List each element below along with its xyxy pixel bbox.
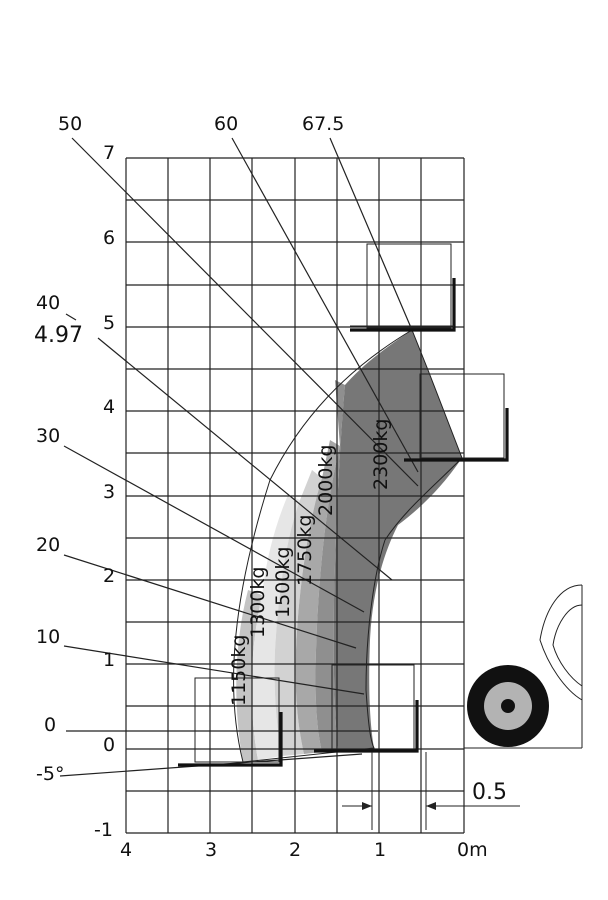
zone-labels: 1150kg 1300kg 1500kg 1750kg 2000kg 2300k… [228, 419, 392, 706]
label-1150kg: 1150kg [228, 635, 250, 706]
angle-label-60: 60 [214, 113, 238, 135]
load-zones [236, 330, 462, 762]
y-tick-4: 4 [103, 396, 115, 418]
fork-top [350, 278, 456, 332]
angle-label-30: 30 [36, 425, 60, 447]
label-2300kg: 2300kg [370, 419, 392, 490]
y-tick-1: 1 [103, 649, 115, 671]
x-axis-labels: 4 3 2 1 0m [120, 839, 488, 861]
label-1500kg: 1500kg [272, 547, 294, 618]
leader-40 [65, 313, 77, 321]
ray-67-5 [329, 137, 413, 331]
x-tick-4: 4 [120, 839, 132, 861]
zone-1300kg [251, 495, 300, 760]
ray-30 [63, 445, 365, 613]
angle-label-67-5: 67.5 [302, 113, 344, 135]
angle-label-0: 0 [44, 714, 56, 736]
y-tick-7: 7 [103, 142, 115, 164]
x-tick-0m: 0m [457, 839, 488, 861]
angle-label-20: 20 [36, 534, 60, 556]
y-tick-neg1: -1 [94, 819, 113, 841]
wheel-axle [501, 699, 515, 713]
x-tick-2: 2 [289, 839, 301, 861]
dimension-0-5 [342, 752, 520, 830]
zone-1750kg [295, 440, 340, 754]
angle-label-neg5: -5° [36, 763, 64, 785]
y-tick-5: 5 [103, 312, 115, 334]
angle-label-40: 40 [36, 292, 60, 314]
y-tick-3: 3 [103, 481, 115, 503]
zone-2000kg [315, 380, 345, 752]
max-height-label: 4.97 [34, 323, 83, 348]
ray-20 [63, 554, 357, 649]
load-box-lower [331, 664, 415, 750]
boom-angle-rays [59, 137, 419, 777]
vehicle-cab-inner [552, 604, 583, 687]
ray-40 [97, 337, 393, 581]
y-axis-labels: 7 6 5 4 3 2 1 0 -1 [94, 142, 115, 841]
dimension-label: 0.5 [472, 780, 507, 805]
load-box-top [366, 243, 452, 329]
label-1300kg: 1300kg [247, 567, 269, 638]
label-2000kg: 2000kg [315, 445, 337, 516]
angle-labels: 50 60 67.5 40 30 20 10 0 -5° [36, 113, 344, 785]
ray-50 [71, 137, 419, 487]
fork-right [404, 408, 509, 462]
zone-1500kg [274, 470, 322, 756]
angle-label-50: 50 [58, 113, 82, 135]
vehicle-cab-outer [539, 584, 583, 701]
load-box-left [194, 677, 280, 763]
vehicle [464, 584, 583, 749]
angle-label-10: 10 [36, 626, 60, 648]
label-1750kg: 1750kg [294, 515, 316, 586]
grid [125, 157, 465, 834]
y-tick-6: 6 [103, 227, 115, 249]
zone-2300kg [333, 330, 462, 750]
y-tick-2: 2 [103, 565, 115, 587]
fork-positions [178, 243, 509, 767]
load-box-right [419, 373, 505, 459]
x-tick-1: 1 [374, 839, 386, 861]
x-tick-3: 3 [205, 839, 217, 861]
ray-60 [231, 137, 419, 473]
fork-left [178, 712, 283, 767]
y-tick-0: 0 [103, 734, 115, 756]
fork-lower [314, 700, 419, 753]
ray-10 [63, 645, 365, 695]
